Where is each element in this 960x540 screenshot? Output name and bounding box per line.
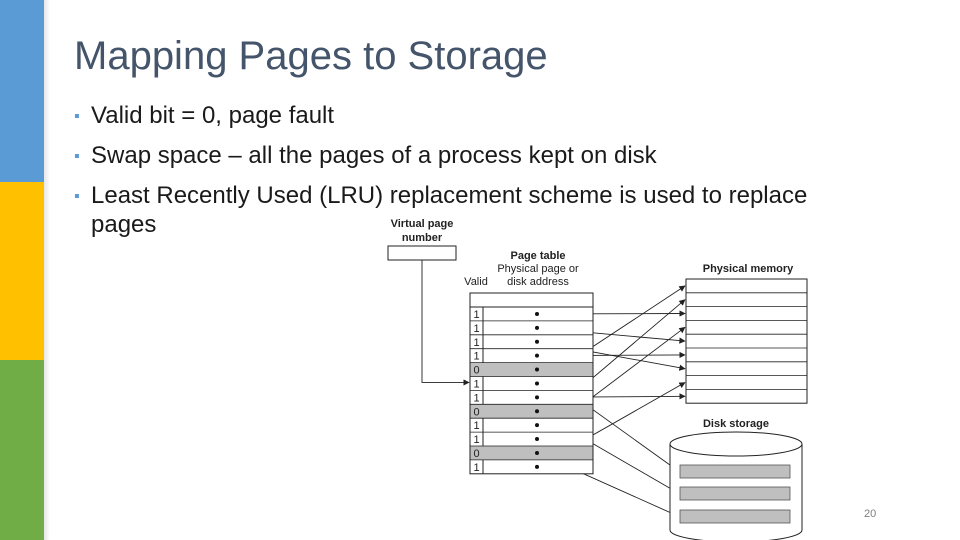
physical-memory-block — [685, 278, 808, 404]
bullet-square-icon: ▪ — [74, 148, 80, 165]
entry-pointer-dot — [535, 450, 539, 455]
valid-bit: 1 — [473, 309, 479, 321]
entry-pointer-dot — [535, 437, 539, 442]
bullet-list: ▪ Valid bit = 0, page fault ▪ Swap space –… — [74, 101, 851, 250]
valid-bit: 1 — [473, 378, 479, 390]
entry-pointer-dot — [535, 395, 539, 400]
valid-bit: 1 — [473, 392, 479, 404]
valid-bit: 1 — [473, 337, 479, 349]
entry-pointer-dot — [535, 423, 539, 428]
bullet-square-icon: ▪ — [74, 188, 80, 205]
diagram-shapes — [387, 245, 808, 540]
entry-pointer-dot — [535, 311, 539, 316]
valid-bit: 1 — [473, 351, 479, 363]
disk-block — [679, 509, 791, 524]
entry-pointer-dot — [535, 409, 539, 414]
accent-band-shadow — [44, 0, 50, 540]
entry-pointer-dot — [535, 353, 539, 358]
entry-pointer-dot — [535, 367, 539, 372]
entry-pointer-dot — [535, 339, 539, 344]
bullet-square-icon: ▪ — [74, 108, 80, 125]
valid-bit: 0 — [473, 365, 479, 377]
virtual-page-box — [387, 245, 457, 261]
invalid-row-shade — [470, 404, 593, 419]
page-table-label: Page table — [510, 250, 565, 262]
entry-pointer-dot — [535, 381, 539, 386]
disk-storage-label: Disk storage — [703, 418, 769, 430]
accent-band-blue — [0, 0, 44, 182]
virtual-page-label: number — [402, 232, 443, 244]
entry-pointer-dot — [535, 325, 539, 330]
valid-bit: 1 — [473, 462, 479, 474]
virtual-page-label: Virtual page — [391, 218, 454, 230]
valid-bit: 0 — [473, 406, 479, 418]
disk-block — [679, 464, 791, 479]
bullet-text: Swap space – all the pages of a process … — [91, 142, 657, 169]
virtual-page-index-arrow — [421, 260, 470, 386]
valid-bit: 1 — [473, 420, 479, 432]
slide-title: Mapping Pages to Storage — [74, 34, 548, 78]
entry-pointer-dot — [535, 464, 539, 469]
bullet-item: ▪ Valid bit = 0, page fault — [74, 101, 851, 130]
accent-band-yellow — [0, 182, 44, 360]
accent-band-green — [0, 360, 44, 540]
physical-page-label: Physical page or — [497, 263, 579, 275]
valid-label: Valid — [464, 276, 488, 288]
physical-memory-label: Physical memory — [703, 263, 794, 275]
bullet-text: Least Recently Used (LRU) replacement sc… — [91, 182, 808, 238]
invalid-row-shade — [470, 446, 593, 460]
bullet-item: ▪ Swap space – all the pages of a process… — [74, 141, 851, 170]
page-table-frame — [469, 292, 594, 475]
valid-bit: 1 — [473, 323, 479, 335]
valid-bit: 0 — [473, 448, 479, 460]
bullet-text: Valid bit = 0, page fault — [91, 102, 335, 129]
disk-block — [679, 486, 791, 501]
bullet-item: ▪ Least Recently Used (LRU) replacement s… — [74, 181, 851, 239]
physical-page-label: disk address — [507, 276, 569, 288]
invalid-row-shade — [470, 362, 593, 377]
page-number: 20 — [864, 508, 877, 520]
valid-bit: 1 — [473, 434, 479, 446]
disk-cylinder-top — [669, 431, 803, 457]
